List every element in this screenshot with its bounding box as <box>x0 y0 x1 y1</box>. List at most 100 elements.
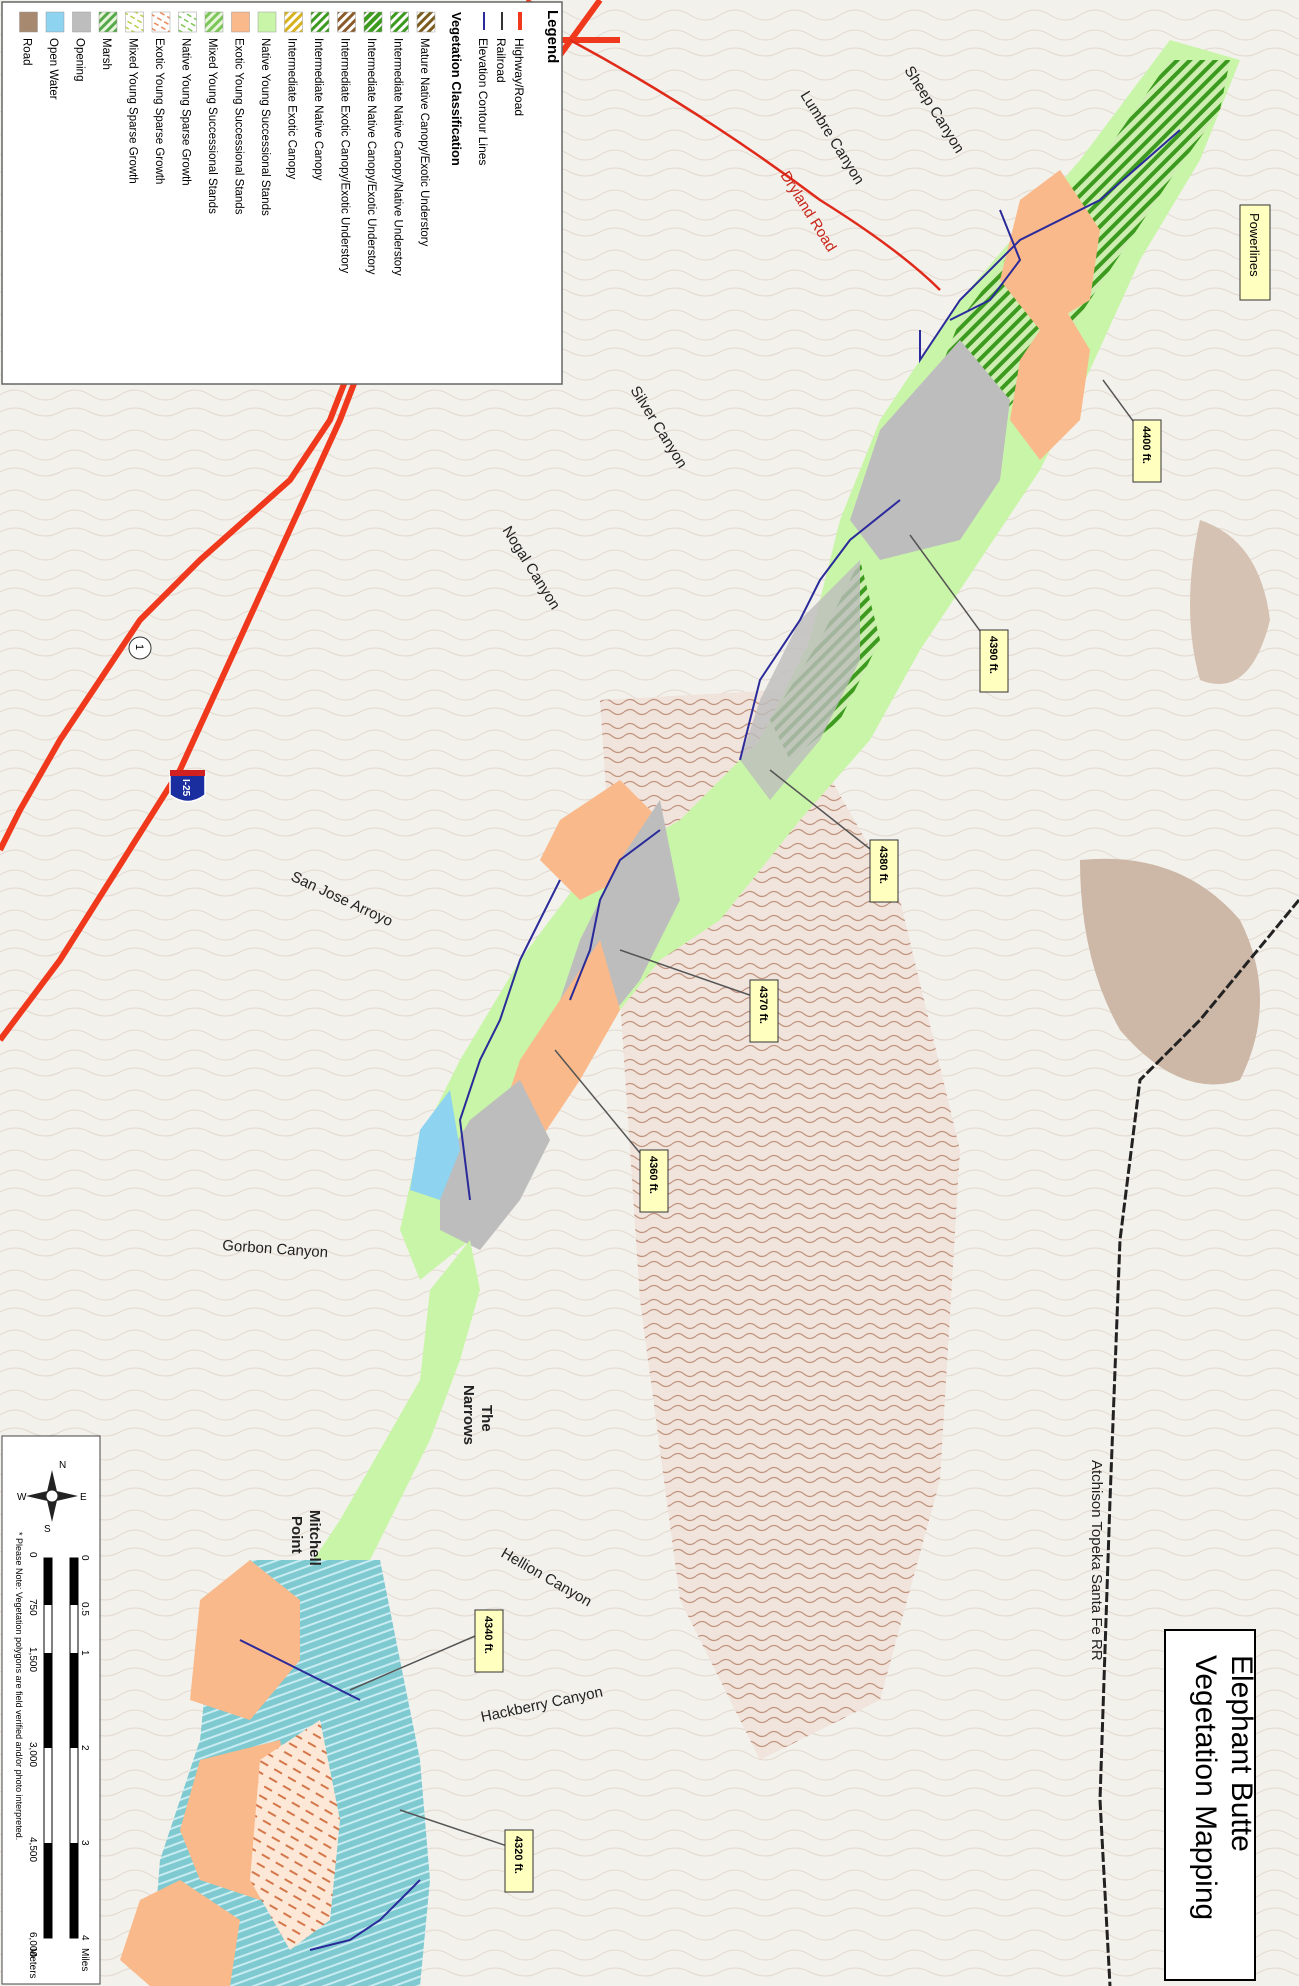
scale-mile-tick: 3 <box>79 1840 90 1846</box>
label-railroad: Atchison Topeka Santa Fe RR <box>1088 1460 1105 1661</box>
legend-class-swatch <box>390 11 409 33</box>
legend-class-label: Mature Native Canopy/Exotic Understory <box>418 38 430 247</box>
legend-class-label: Road <box>21 38 33 66</box>
callout-box <box>504 1829 534 1893</box>
legend-class-label: Intermediate Exotic Canopy <box>286 38 298 180</box>
callout-box <box>639 1149 669 1213</box>
label-the: The <box>478 1405 495 1432</box>
interstate-shield: I-25 <box>169 770 206 803</box>
brown-hills-2 <box>1190 520 1270 684</box>
legend-class-swatch <box>231 11 250 33</box>
brown-hills <box>1080 858 1260 1085</box>
title-line2: Vegetation Mapping <box>1189 1655 1222 1920</box>
scale-mile-tick: 4 <box>79 1935 90 1941</box>
callout-leader <box>619 949 765 1001</box>
scale-mile-tick: 2 <box>79 1745 90 1751</box>
legend-class-swatch <box>45 11 65 33</box>
legend-line-label: Railroad <box>494 38 508 83</box>
mountain-relief <box>600 690 960 1760</box>
interstate-label: I-25 <box>180 779 191 797</box>
state-route-shield: 1 <box>128 636 152 660</box>
powerlines-callout: Powerlines <box>1239 204 1271 301</box>
callout-leader <box>554 1049 655 1171</box>
callout-box <box>979 629 1009 693</box>
elevation-label: 4360 ft. <box>647 1156 659 1194</box>
legend-class-swatch <box>151 11 171 33</box>
label-mitchell: Mitchell <box>306 1510 323 1566</box>
elevation-label: 4370 ft. <box>757 986 769 1024</box>
scale-mile-tick: 0 <box>79 1555 90 1561</box>
compass-e: E <box>80 1492 87 1503</box>
legend-class-swatch <box>178 11 197 33</box>
legend-class-swatch <box>125 11 144 33</box>
scale-meter-tick: 4,500 <box>27 1837 38 1862</box>
scale-meter-tick: 1,500 <box>27 1647 38 1672</box>
compass-s: S <box>44 1524 51 1535</box>
scale-bar <box>43 1557 79 1939</box>
scale-mile-tick: 0.5 <box>79 1602 90 1616</box>
dryland-road-line <box>569 38 941 291</box>
legend-class-label: Marsh <box>100 38 112 70</box>
compass-w: W <box>17 1492 27 1503</box>
callout-box <box>869 839 899 903</box>
label-narrows: Narrows <box>460 1385 477 1445</box>
callout-leader <box>349 1629 490 1691</box>
compass-n: N <box>59 1460 66 1471</box>
state-route-label: 1 <box>133 644 145 650</box>
callout-box <box>474 1609 504 1673</box>
elevation-label: 4380 ft. <box>877 846 889 884</box>
legend-class-label: Intermediate Native Canopy/Native Unders… <box>392 38 404 276</box>
callout-box <box>749 979 779 1043</box>
legend-class-swatch <box>72 11 91 33</box>
legend-class-swatch <box>337 11 356 33</box>
title-line1: Elephant Butte <box>1225 1655 1258 1852</box>
legend-veg-heading: Vegetation Classification <box>449 12 464 166</box>
legend-panel: Legend Highway/Road Railroad Elevation Con… <box>1 1 563 385</box>
scale-meter-unit: Meters <box>27 1948 38 1979</box>
elevation-label: 4340 ft. <box>482 1616 494 1654</box>
scale-meter-tick: 750 <box>27 1599 38 1616</box>
railroad-line <box>1098 899 1299 1986</box>
legend-class-label: Intermediate Native Canopy/Exotic Unders… <box>365 38 377 275</box>
powerlines-label: Powerlines <box>1247 213 1262 277</box>
legend-class-swatch <box>416 11 436 33</box>
elevation-label: 4390 ft. <box>987 636 999 674</box>
elevation-label: 4320 ft. <box>512 1836 524 1874</box>
legend-class-swatch <box>257 11 277 33</box>
legend-class-label: Native Young Successional Stands <box>259 38 271 216</box>
legend-class-swatch <box>284 11 303 33</box>
legend-class-label: Intermediate Exotic Canopy/Exotic Unders… <box>339 38 351 273</box>
legend-line-label: Elevation Contour Lines <box>476 38 490 165</box>
callout-box <box>1132 419 1162 483</box>
legend-class-label: Exotic Young Successional Stands <box>233 38 245 215</box>
callout-leader <box>399 1809 520 1851</box>
title-box: Elephant Butte Vegetation Mapping <box>1164 1629 1258 1981</box>
scale-mile-tick: 1 <box>79 1650 90 1656</box>
elevation-label: 4400 ft. <box>1140 426 1152 464</box>
callout-leader <box>769 769 885 861</box>
legend-class-swatch <box>19 11 38 33</box>
legend-class-label: Open Water <box>47 38 59 100</box>
scale-meter-tick: 3,000 <box>27 1742 38 1767</box>
compass-rose: N S E W <box>17 1460 87 1535</box>
scale-note: * Please Note: Vegetation polygons are f… <box>14 1532 24 1840</box>
legend-class-swatch <box>204 11 224 33</box>
legend-heading: Legend <box>544 10 561 63</box>
scale-mile-unit: Miles <box>79 1948 90 1971</box>
scale-meter-tick: 0 <box>27 1552 38 1558</box>
legend-class-label: Opening <box>74 38 86 81</box>
scale-meter-tick: 6,000 <box>27 1932 38 1957</box>
legend-class-swatch <box>98 11 118 33</box>
legend-class-label: Exotic Young Sparse Growth <box>153 38 165 184</box>
legend-class-swatch <box>363 11 383 33</box>
legend-class-label: Mixed Young Successional Stands <box>206 38 218 214</box>
label-point: Point <box>288 1516 305 1554</box>
legend-class-swatch <box>310 11 330 33</box>
legend-class-label: Mixed Young Sparse Growth <box>127 38 139 184</box>
elevation-callouts: 4400 ft. 4390 ft. 4380 ft. 4370 ft. 4360 ft.… <box>349 379 1162 1893</box>
legend-line-label: Highway/Road <box>512 38 526 116</box>
legend-class-label: Native Young Sparse Growth <box>180 38 192 186</box>
contour-lines <box>239 129 1181 1951</box>
